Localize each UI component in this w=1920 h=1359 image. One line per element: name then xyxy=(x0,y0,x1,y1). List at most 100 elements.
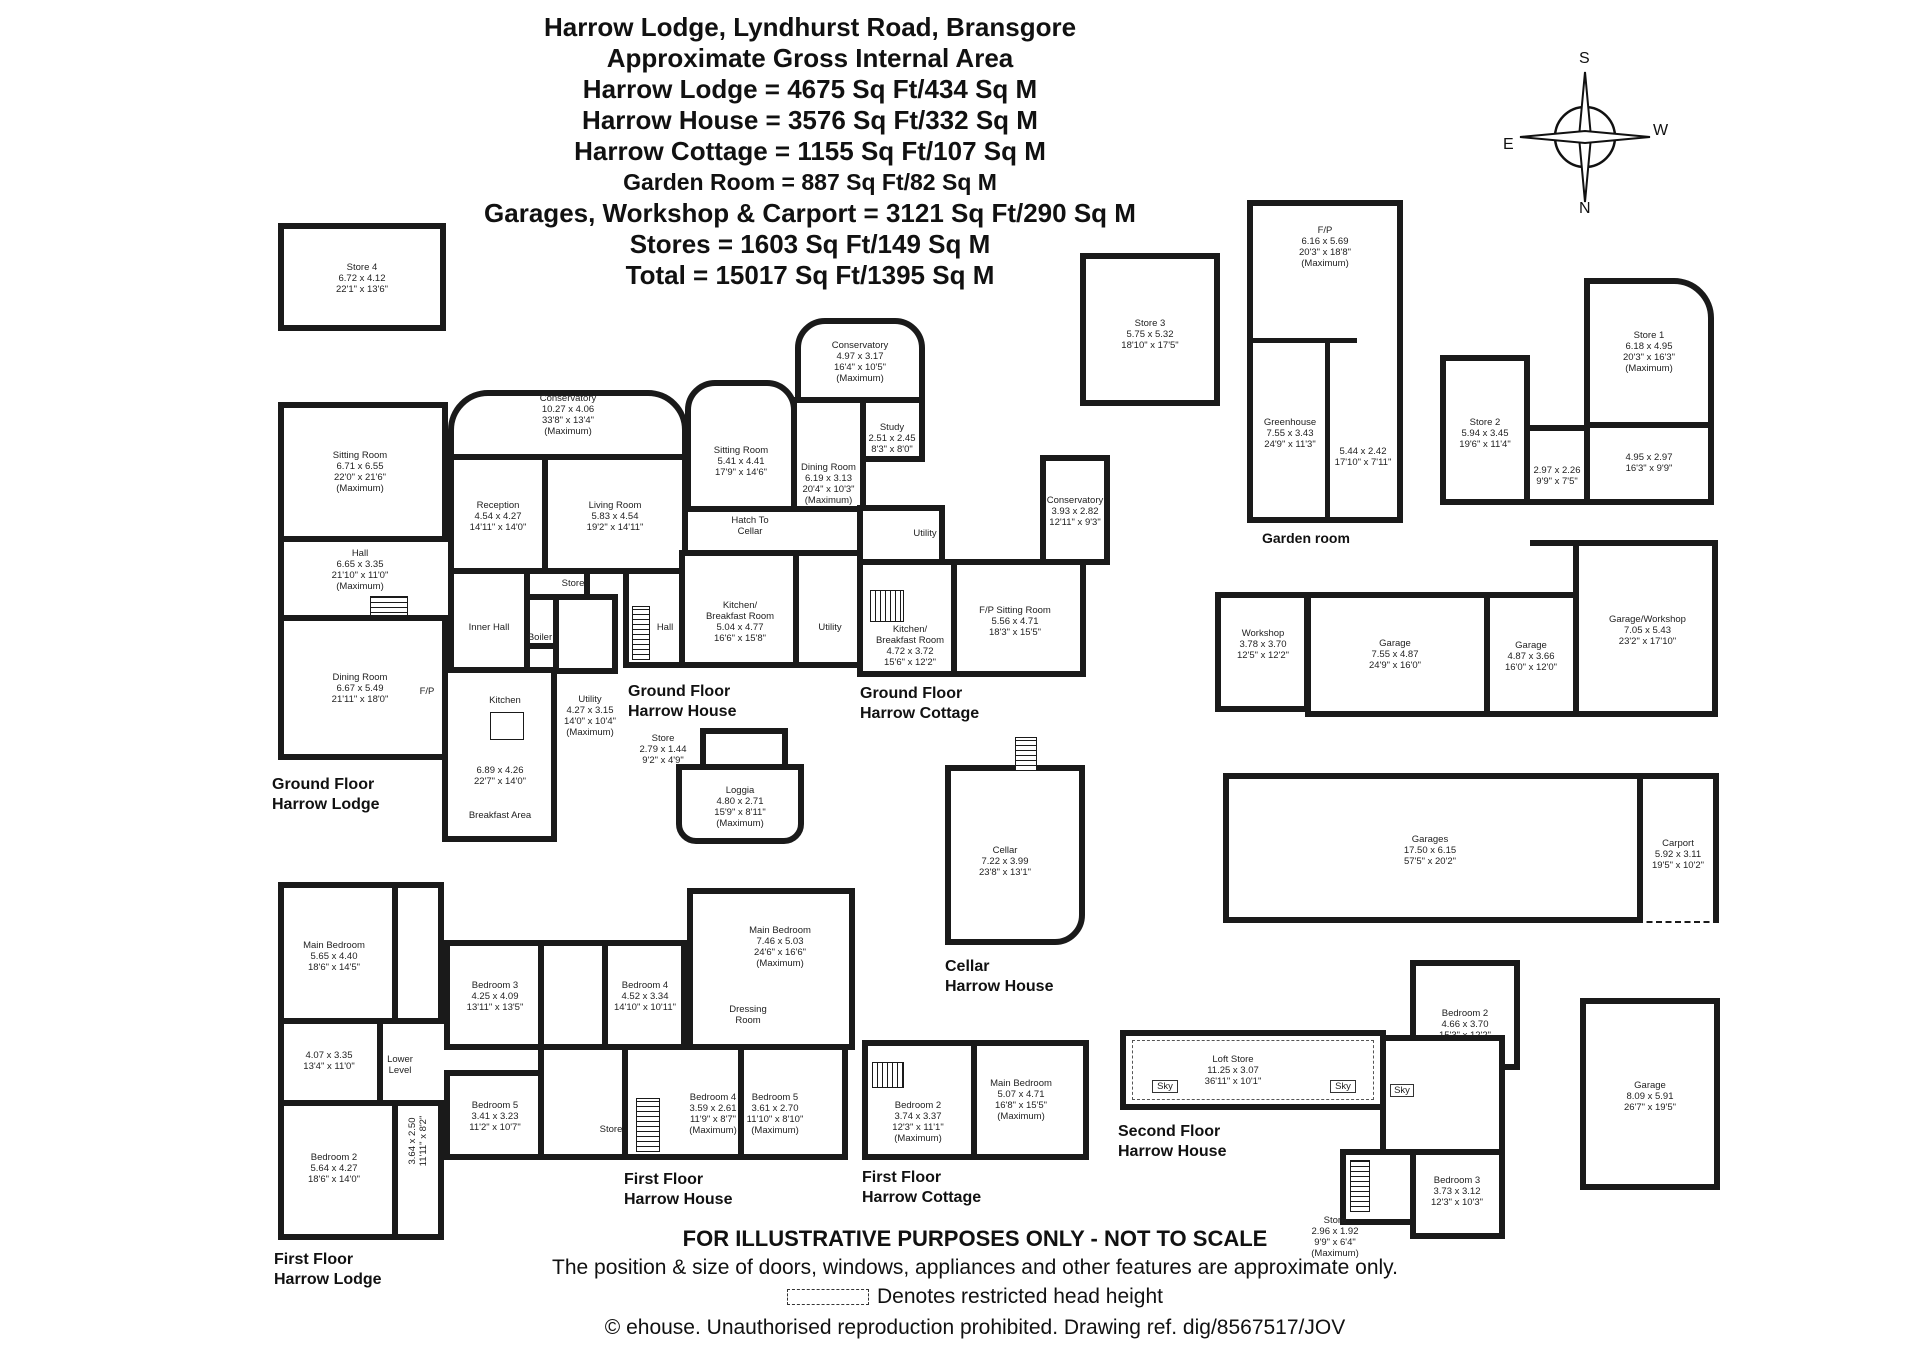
wall xyxy=(1247,338,1357,343)
stairs xyxy=(1015,737,1037,771)
stairs xyxy=(636,1098,660,1152)
plan-ensuite-lodge xyxy=(392,882,444,1024)
plan-dining-house xyxy=(791,397,866,512)
plan-living xyxy=(542,454,688,574)
dashed-box-icon xyxy=(786,1288,869,1305)
plan-bed2-cottage xyxy=(862,1040,977,1160)
title: Harrow Lodge, Lyndhurst Road, Bransgore xyxy=(543,12,1077,42)
room-inner-hall: Inner Hall xyxy=(468,622,510,633)
footer-note: The position & size of doors, windows, a… xyxy=(552,1256,1398,1279)
area-garden-room: Garden Room = 887 Sq Ft/82 Sq M xyxy=(623,169,997,195)
compass-left: E xyxy=(1503,136,1514,153)
stairs xyxy=(632,606,650,660)
label-garden-room: Garden room xyxy=(1262,530,1350,546)
plan-bed5-house xyxy=(738,1044,848,1160)
plan-landing-sf xyxy=(1380,1035,1505,1155)
room-store-ff: Store xyxy=(599,1124,623,1135)
plan-utility-lodge xyxy=(553,594,618,674)
room-sky2: Sky xyxy=(1330,1080,1356,1093)
plan-conservatory-house xyxy=(795,318,925,403)
plan-carport xyxy=(1637,773,1719,923)
compass-bottom: N xyxy=(1579,200,1591,217)
room-utility-house: Utility xyxy=(818,622,842,633)
wall xyxy=(1530,540,1578,546)
room-breakfast: Breakfast Area xyxy=(468,810,532,821)
compass: S N E W xyxy=(1503,50,1669,222)
compass-right: W xyxy=(1653,122,1669,139)
plan-sitting-lodge xyxy=(278,402,448,542)
room-kitchen-lodge: Kitchen xyxy=(489,695,521,706)
area-garages: Garages, Workshop & Carport = 3121 Sq Ft… xyxy=(484,198,1136,228)
area-stores: Stores = 1603 Sq Ft/149 Sq M xyxy=(629,229,991,259)
stairs xyxy=(1350,1160,1370,1212)
restricted-legend: Denotes restricted head height xyxy=(460,1282,1490,1313)
plan-kitchen-lodge xyxy=(442,667,557,842)
stairs xyxy=(872,1062,904,1088)
subtitle: Approximate Gross Internal Area xyxy=(606,43,1014,73)
plan-garages xyxy=(1223,773,1643,923)
plan-loft-store xyxy=(1120,1030,1386,1110)
compass-top: S xyxy=(1579,50,1590,67)
plan-bath-lodge xyxy=(538,940,608,1050)
header: Harrow Lodge, Lyndhurst Road, Bransgore … xyxy=(450,12,1170,291)
disclaimer: FOR ILLUSTRATIVE PURPOSES ONLY - NOT TO … xyxy=(682,1226,1268,1251)
room-utility-cottage: Utility xyxy=(913,528,937,539)
plan-loggia xyxy=(676,764,804,844)
footer: FOR ILLUSTRATIVE PURPOSES ONLY - NOT TO … xyxy=(460,1224,1490,1342)
plan-dining-lodge xyxy=(278,615,448,760)
plan-store-small2 xyxy=(1584,422,1714,505)
area-harrow-house: Harrow House = 3576 Sq Ft/332 Sq M xyxy=(582,105,1038,135)
plan-utility-house xyxy=(793,550,863,668)
plan-corridor-lodge xyxy=(538,1044,628,1160)
room-sky3: Sky xyxy=(1390,1084,1414,1097)
plan-small-lodge xyxy=(392,1100,444,1240)
plan-garage-single xyxy=(1580,998,1720,1190)
plan-conservatory-cottage xyxy=(1040,455,1110,565)
room-sky1: Sky xyxy=(1152,1080,1178,1093)
plan-store4 xyxy=(278,223,446,331)
area-total: Total = 15017 Sq Ft/1395 Sq M xyxy=(625,260,995,290)
